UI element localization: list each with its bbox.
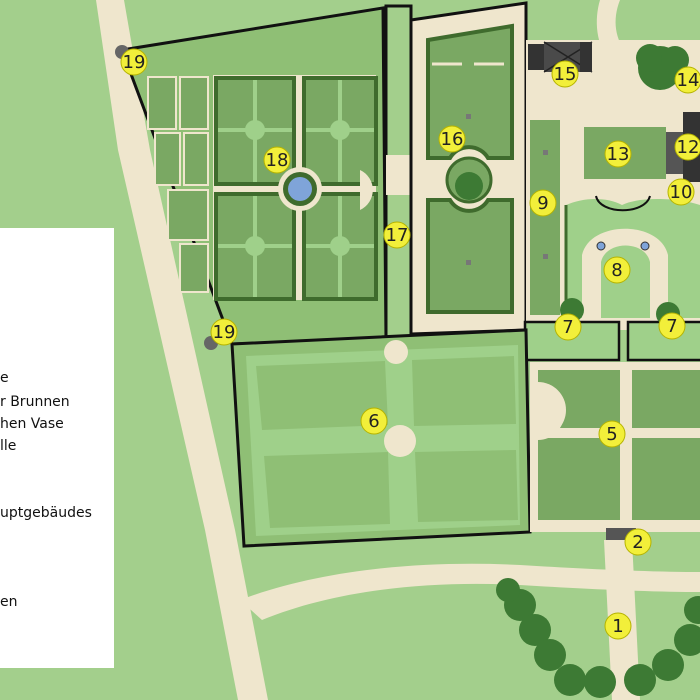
fountain-parterre xyxy=(213,75,378,301)
map-marker-17[interactable]: 17 xyxy=(383,221,411,249)
map-marker-label: 14 xyxy=(677,70,700,91)
map-marker-label: 2 xyxy=(632,532,643,553)
map-marker-label: 9 xyxy=(537,193,548,214)
map-marker-10[interactable]: 10 xyxy=(667,178,695,206)
small-beds xyxy=(147,76,209,293)
map-marker-label: 16 xyxy=(441,129,464,150)
map-marker-label: 10 xyxy=(670,182,693,203)
map-marker-5[interactable]: 5 xyxy=(598,420,626,448)
map-marker-18[interactable]: 18 xyxy=(263,146,291,174)
map-marker-label: 1 xyxy=(612,616,623,637)
map-marker-19[interactable]: 19 xyxy=(210,318,238,346)
legend-line: lle xyxy=(0,438,17,454)
map-marker-14[interactable]: 14 xyxy=(674,66,700,94)
map-marker-9[interactable]: 9 xyxy=(529,189,557,217)
map-marker-label: 19 xyxy=(123,52,146,73)
legend-line: r Brunnen xyxy=(0,394,70,410)
map-marker-label: 7 xyxy=(562,317,573,338)
map-marker-label: 6 xyxy=(368,411,379,432)
map-marker-6[interactable]: 6 xyxy=(360,407,388,435)
tree-icon xyxy=(455,172,483,200)
south-curved-path xyxy=(240,563,700,620)
map-marker-label: 19 xyxy=(213,322,236,343)
map-marker-7[interactable]: 7 xyxy=(658,312,686,340)
map-marker-label: 5 xyxy=(606,424,617,445)
map-marker-15[interactable]: 15 xyxy=(551,60,579,88)
map-marker-label: 13 xyxy=(607,144,630,165)
map-marker-16[interactable]: 16 xyxy=(438,125,466,153)
legend-panel: e r Brunnen hen Vase lle uptgebäudes en xyxy=(0,228,114,668)
legend-line: hen Vase xyxy=(0,416,64,432)
fountain-basin xyxy=(288,177,312,201)
palace-building xyxy=(528,41,593,73)
map-marker-2[interactable]: 2 xyxy=(624,528,652,556)
west-path xyxy=(96,0,268,700)
map-marker-7[interactable]: 7 xyxy=(554,313,582,341)
map-marker-8[interactable]: 8 xyxy=(603,256,631,284)
map-marker-13[interactable]: 13 xyxy=(604,140,632,168)
map-marker-12[interactable]: 12 xyxy=(674,133,700,161)
legend-line: en xyxy=(0,594,18,610)
map-marker-label: 8 xyxy=(611,260,622,281)
map-marker-label: 12 xyxy=(677,137,700,158)
map-marker-label: 18 xyxy=(266,150,289,171)
map-marker-label: 17 xyxy=(386,225,409,246)
legend-line: uptgebäudes xyxy=(0,505,92,521)
map-marker-19[interactable]: 19 xyxy=(120,48,148,76)
map-marker-label: 15 xyxy=(554,64,577,85)
map-marker-1[interactable]: 1 xyxy=(604,612,632,640)
map-marker-label: 7 xyxy=(666,316,677,337)
trees xyxy=(496,44,700,698)
legend-line: e xyxy=(0,370,9,386)
